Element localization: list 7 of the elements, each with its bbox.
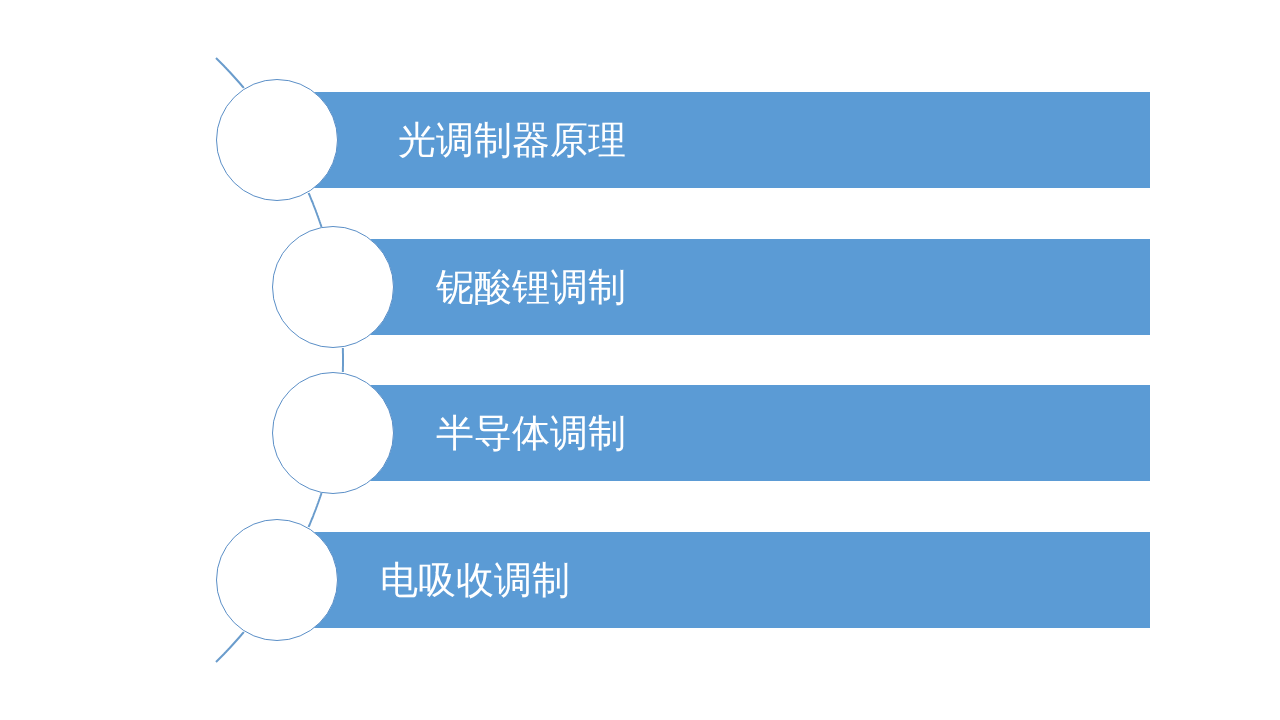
connector-line	[341, 347, 344, 373]
bar-title: 半导体调制	[436, 409, 626, 457]
connector-line	[307, 492, 323, 528]
bar-title: 光调制器原理	[398, 116, 626, 164]
bar-title: 铌酸锂调制	[436, 263, 626, 311]
connector-line	[307, 192, 323, 228]
bar-title: 电吸收调制	[380, 556, 570, 604]
